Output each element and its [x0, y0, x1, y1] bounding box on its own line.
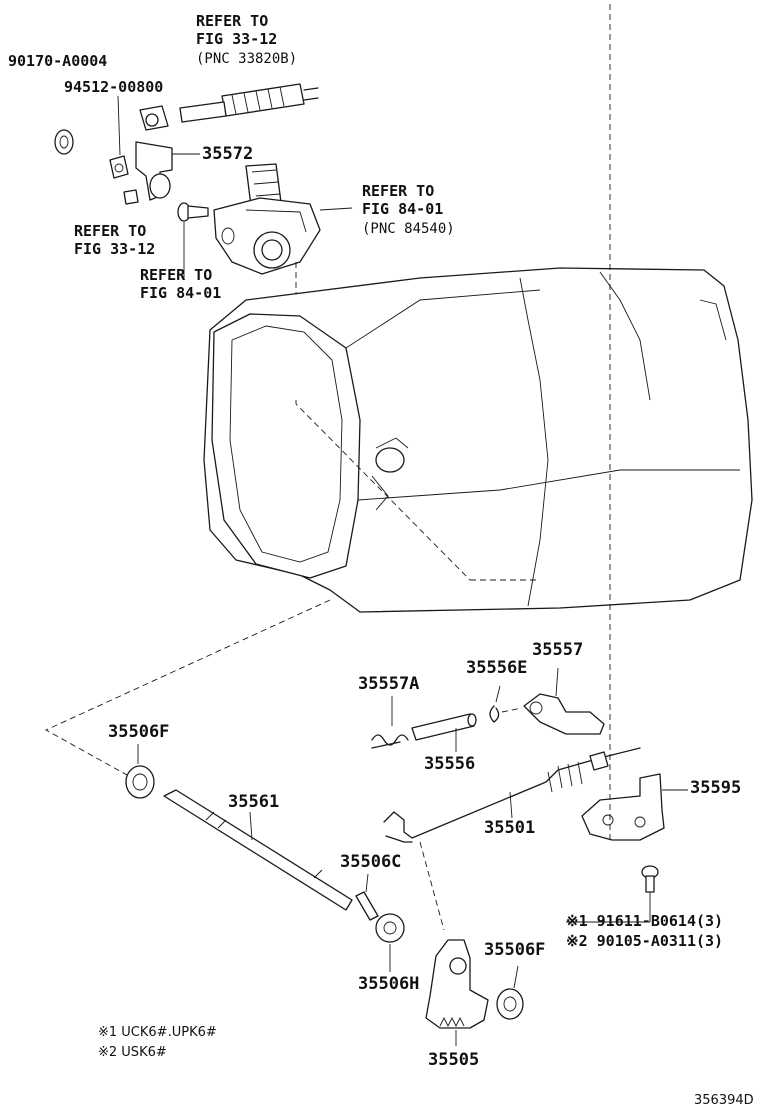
label-35506H: 35506H	[358, 974, 420, 994]
label-35506F-right: 35506F	[484, 940, 546, 960]
pin-35556	[411, 713, 477, 752]
label-35556: 35556	[424, 754, 476, 774]
control-rod-35501	[383, 747, 641, 843]
refer-to-33-12-line1: REFER TO	[196, 12, 269, 30]
label-35572: 35572	[202, 144, 254, 164]
refer-to-84-01-b-line1: REFER TO	[140, 266, 213, 284]
label-35557: 35557	[532, 640, 584, 660]
collar-35506H	[375, 913, 405, 972]
refer-to-84-01-pnc: (PNC 84540)	[362, 221, 455, 237]
oil-seal-35506F-left	[125, 744, 155, 799]
detent-plate-35505	[425, 939, 489, 1046]
label-35505: 35505	[428, 1050, 480, 1070]
figure-id: 356394D	[694, 1093, 754, 1108]
refer-to-33-12-b-line1: REFER TO	[74, 222, 147, 240]
refer-to-84-01-line1: REFER TO	[362, 182, 435, 200]
lever-35557	[501, 667, 605, 735]
refer-to-84-01-b-line2: FIG 84-01	[140, 284, 222, 302]
neutral-start-switch	[213, 163, 353, 275]
washer-94512	[109, 155, 129, 179]
label-35501: 35501	[484, 818, 536, 838]
label-35506F-left: 35506F	[108, 722, 170, 742]
label-94512-00800: 94512-00800	[64, 78, 164, 96]
bracket-35572	[135, 141, 200, 201]
bolt-note-2: ※2 90105-A0311(3)	[566, 932, 724, 950]
refer-to-33-12-b-line2: FIG 33-12	[74, 240, 156, 258]
bracket-35595	[581, 0, 688, 841]
label-35561: 35561	[228, 792, 280, 812]
shaft-35561	[163, 789, 353, 911]
bolt-switch	[177, 202, 209, 278]
label-35506C: 35506C	[340, 852, 402, 872]
refer-to-84-01-line2: FIG 84-01	[362, 200, 444, 218]
refer-to-33-12-line2: FIG 33-12	[196, 30, 278, 48]
spring-35557A	[371, 696, 409, 749]
footnote-2: ※2 USK6#	[98, 1045, 167, 1060]
bolt-note-1: ※1 91611-B0614(3)	[566, 912, 724, 930]
bolt-lower	[566, 865, 659, 923]
label-35556E: 35556E	[466, 658, 528, 678]
refer-to-33-12-pnc: (PNC 33820B)	[196, 51, 298, 67]
oil-seal-35506F-right	[496, 965, 524, 1020]
nut-small	[123, 189, 139, 205]
footnote-1: ※1 UCK6#.UPK6#	[98, 1025, 217, 1040]
transmission-case	[203, 267, 753, 613]
nut-90170	[54, 129, 74, 155]
e-ring-35556E	[489, 685, 501, 723]
label-90170-A0004: 90170-A0004	[8, 52, 108, 70]
pin-35506C	[355, 873, 379, 921]
label-35595: 35595	[690, 778, 742, 798]
shift-cable-upper	[139, 83, 319, 131]
label-35557A: 35557A	[358, 674, 420, 694]
